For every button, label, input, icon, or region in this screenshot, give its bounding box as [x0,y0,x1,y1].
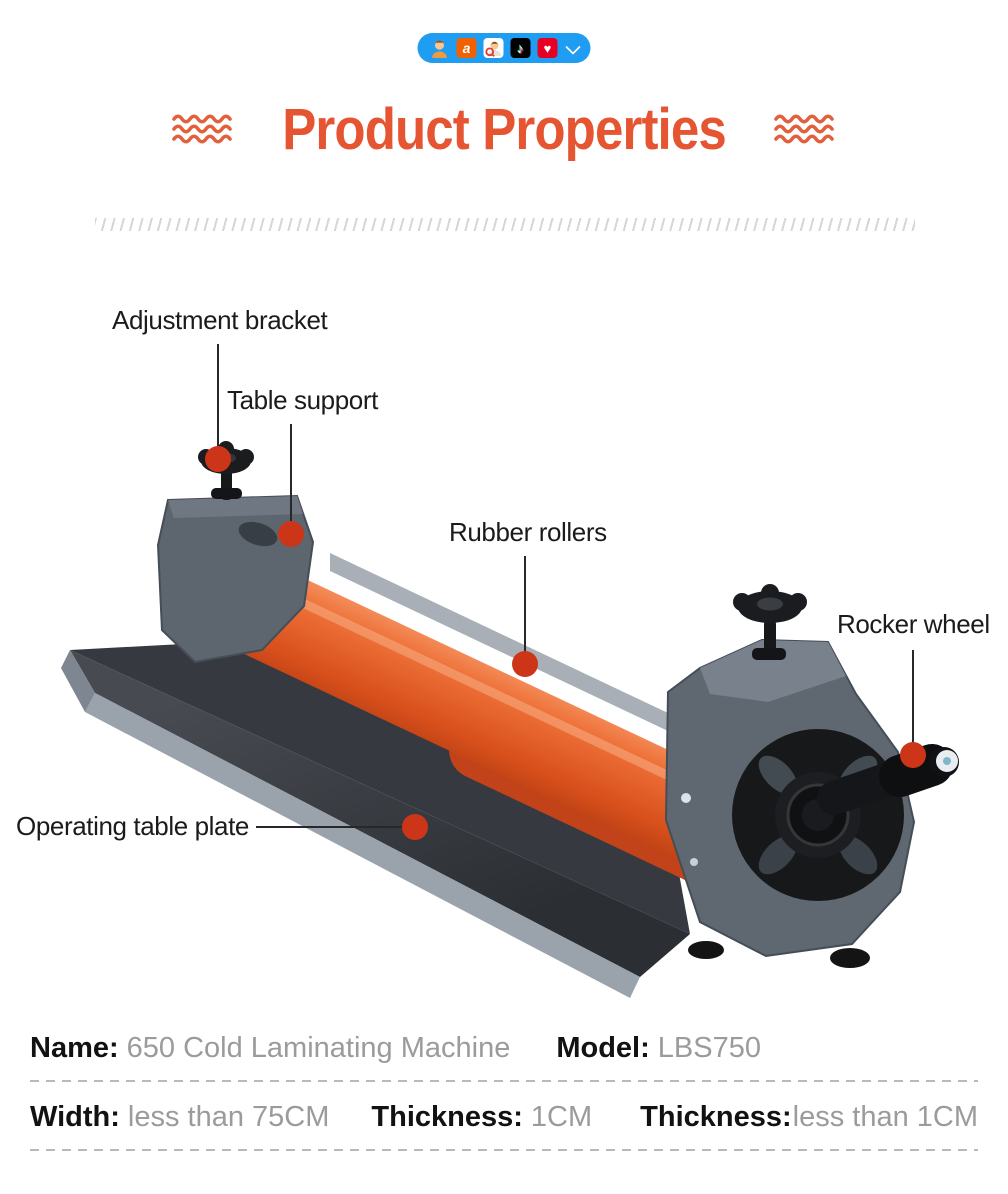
spec-model-value: LBS750 [657,1032,761,1064]
wangwang-avatar-icon[interactable] [430,38,450,58]
annotation-dot [402,814,428,840]
header: Product Properties [0,96,1008,163]
spec-model-label: Model: [556,1032,650,1064]
contact-search-icon[interactable] [483,38,504,58]
annotation-dot [900,742,926,768]
label-table-support: Table support [227,385,378,415]
rubber-roller-top [195,554,743,862]
spec-width-label: Width: [30,1101,120,1133]
leader-lines [217,344,914,828]
wave-ornament-left [172,113,232,144]
dashed-divider-2 [30,1149,978,1151]
spec-thickness2-value: less than 1CM [792,1101,979,1133]
spec-name-label: Name: [30,1032,119,1064]
table-plate-surface [70,650,690,977]
operating-table-plate-part [61,650,690,998]
label-operating-table-plate: Operating table plate [16,811,249,841]
alibaba-icon[interactable]: a [456,38,477,58]
label-adjustment-bracket: Adjustment bracket [112,305,328,335]
spec-row-name-model: Name: 650 Cold Laminating Machine Model:… [30,1032,761,1065]
rear-rail [330,553,706,749]
annotation-dot [205,446,231,472]
label-rubber-rollers: Rubber rollers [449,517,607,547]
machine-foot [688,941,724,959]
rocker-wheel [732,729,904,901]
adjustment-knob-right [733,584,807,660]
spec-row-dimensions: Width: less than 75CM Thickness: 1CM Thi… [30,1101,978,1134]
machine-foot [830,948,870,968]
page-title: Product Properties [282,97,727,162]
annotation-dot [278,521,304,547]
spec-thickness2-label: Thickness: [640,1101,792,1133]
social-media-bar[interactable]: a ♪ ♥ [417,33,591,63]
heart-badge-icon[interactable]: ♥ [537,38,558,58]
spec-thickness-label: Thickness: [371,1101,523,1133]
wave-ornament-right [774,113,834,144]
spec-width-value: less than 75CM [127,1101,330,1133]
left-bracket [156,494,315,664]
label-rocker-wheel: Rocker wheel [837,609,990,639]
tiktok-icon[interactable]: ♪ [510,38,531,58]
spec-name-value: 650 Cold Laminating Machine [126,1032,511,1064]
table-plate-front-edge [85,693,640,998]
hatch-divider [95,218,915,231]
annotation-dot [512,651,538,677]
rocker-handle [817,744,959,815]
spec-thickness-value: 1CM [530,1101,593,1133]
table-plate-left-edge [61,650,95,712]
dashed-divider-1 [30,1080,978,1082]
